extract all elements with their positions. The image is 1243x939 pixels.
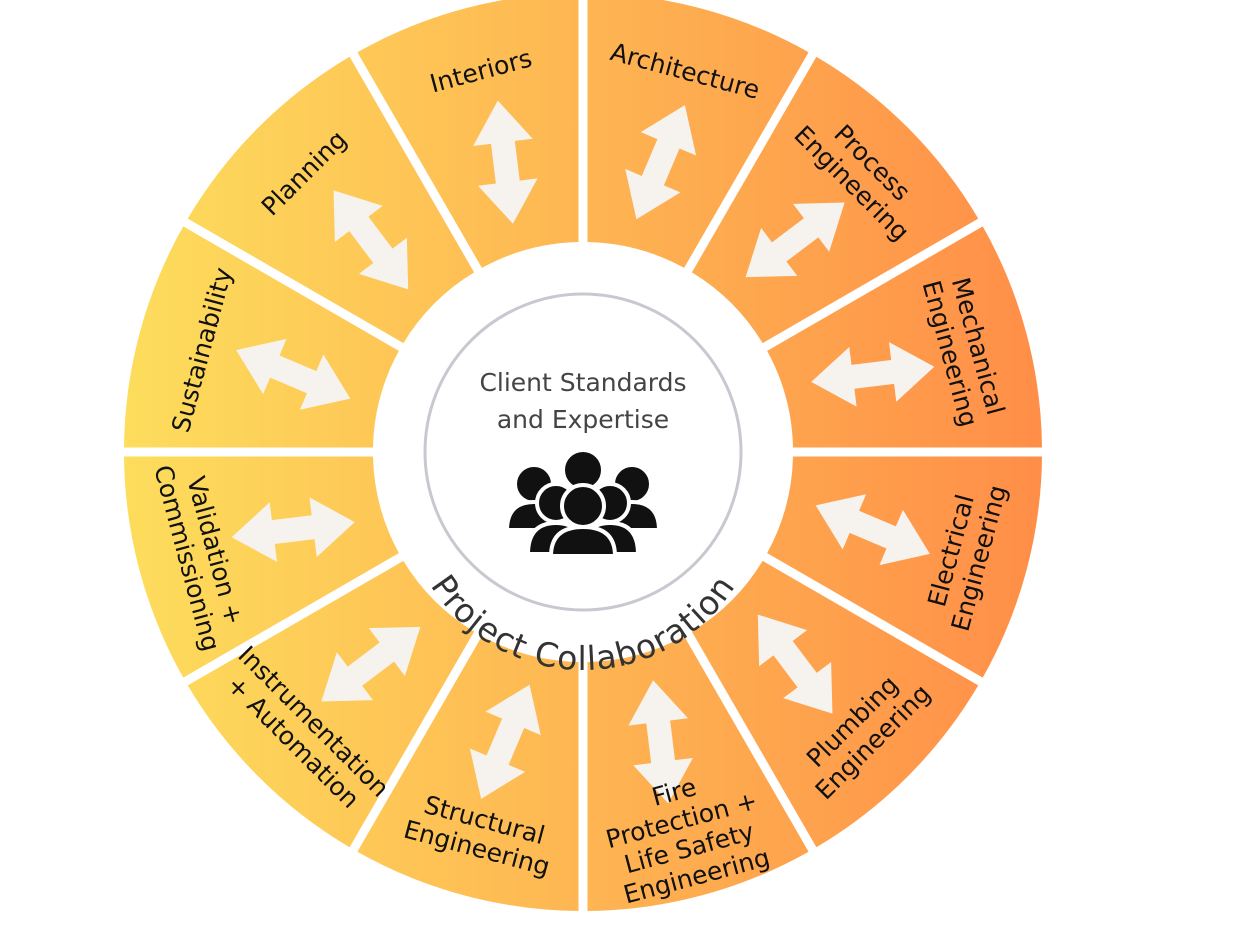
double-arrow-icon xyxy=(625,105,697,220)
double-arrow-icon xyxy=(333,190,409,290)
double-arrow-icon xyxy=(231,497,355,562)
double-arrow-icon xyxy=(628,680,693,804)
double-arrow-icon xyxy=(473,100,538,224)
center-title-line-2: and Expertise xyxy=(497,405,669,434)
people-group-icon xyxy=(504,448,662,558)
double-arrow-icon xyxy=(815,494,930,566)
double-arrow-icon xyxy=(469,684,541,799)
double-arrow-icon xyxy=(757,614,833,714)
arrows-layer xyxy=(231,100,935,804)
double-arrow-icon xyxy=(745,202,845,278)
double-arrow-icon xyxy=(236,338,351,410)
double-arrow-icon xyxy=(811,342,935,407)
center-title-line-1: Client Standards xyxy=(479,368,686,397)
double-arrow-icon xyxy=(321,626,421,702)
